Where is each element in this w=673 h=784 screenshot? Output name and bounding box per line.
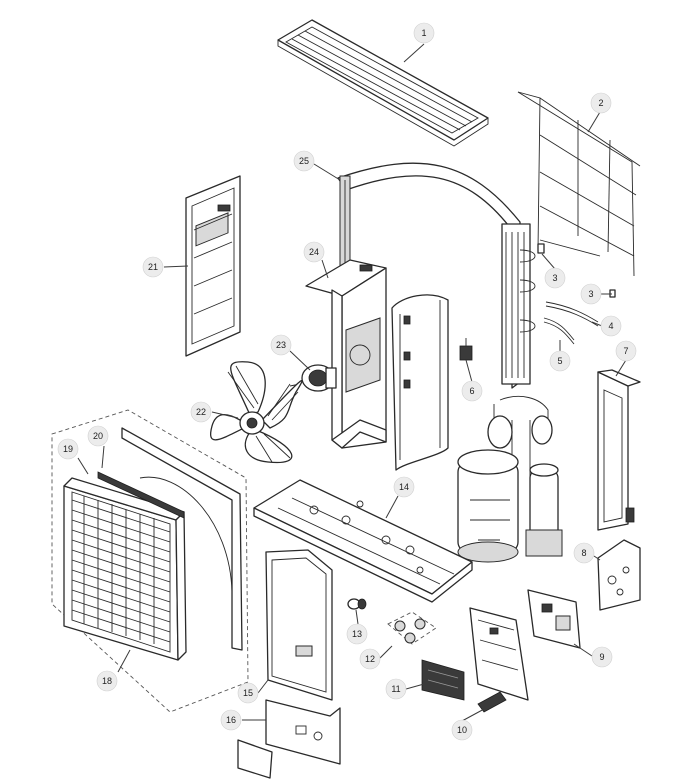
part-callout-4: 4 — [600, 315, 622, 337]
top-cover-panel — [277, 19, 489, 147]
front-casing-plate — [121, 427, 243, 651]
part-callout-3a: 3 — [544, 267, 566, 289]
callout-label: 2 — [598, 98, 603, 108]
callout-label: 23 — [276, 340, 286, 350]
cable-gland — [347, 598, 367, 610]
callout-label: 25 — [299, 156, 309, 166]
part-callout-1: 1 — [413, 22, 435, 44]
fan-motor — [289, 364, 337, 392]
valve-mounting-plate — [597, 539, 641, 611]
part-callout-18: 18 — [96, 670, 118, 692]
part-callout-6: 6 — [461, 380, 483, 402]
callout-label: 6 — [469, 386, 474, 396]
callout-label: 15 — [243, 688, 253, 698]
callout-label: 18 — [102, 676, 112, 686]
left-side-panel — [185, 175, 241, 357]
part-callout-15: 15 — [237, 682, 259, 704]
front-right-cover — [265, 549, 333, 701]
part-callout-19: 19 — [57, 438, 79, 460]
filter-board — [421, 659, 465, 701]
callout-label: 9 — [599, 652, 604, 662]
part-callout-3b: 3 — [580, 283, 602, 305]
callout-label: 11 — [391, 684, 400, 694]
front-grille-assembly — [51, 409, 249, 713]
callout-label: 20 — [93, 431, 103, 441]
callout-label: 19 — [63, 444, 73, 454]
callout-label: 16 — [226, 715, 236, 725]
callout-label: 7 — [623, 346, 628, 356]
axial-fan-blade — [210, 361, 303, 464]
motor-support-bracket — [305, 259, 387, 449]
callout-label: 12 — [365, 654, 375, 664]
callout-label: 24 — [309, 247, 319, 257]
right-side-panel — [597, 369, 641, 531]
callout-label: 10 — [457, 725, 467, 735]
rating-label — [237, 739, 273, 779]
part-callout-8: 8 — [573, 542, 595, 564]
four-way-valve — [459, 338, 473, 361]
rear-wire-grille — [517, 91, 641, 277]
callout-label: 22 — [196, 407, 206, 417]
rubber-feet-set — [387, 611, 437, 645]
callout-label: 1 — [421, 28, 426, 38]
main-control-pcb — [469, 589, 581, 701]
partition-plate — [391, 294, 449, 471]
callout-label: 5 — [557, 356, 562, 366]
part-callout-2: 2 — [590, 92, 612, 114]
callout-label: 21 — [148, 262, 158, 272]
part-callout-20: 20 — [87, 425, 109, 447]
part-callout-14: 14 — [393, 476, 415, 498]
compressor-assembly — [457, 396, 563, 563]
callout-label: 4 — [608, 321, 613, 331]
part-callout-23: 23 — [270, 334, 292, 356]
callout-label: 3 — [552, 273, 557, 283]
part-callout-12: 12 — [359, 648, 381, 670]
part-callout-22: 22 — [190, 401, 212, 423]
part-callout-7: 7 — [615, 340, 637, 362]
leader-lines — [77, 43, 627, 722]
part-callout-11: 11 — [385, 678, 407, 700]
grille-trim-strip — [97, 471, 185, 519]
part-callout-10: 10 — [451, 719, 473, 741]
heat-sink — [477, 691, 507, 713]
callout-label: 13 — [352, 629, 362, 639]
part-callout-9: 9 — [591, 646, 613, 668]
connection-pipes — [543, 301, 599, 345]
part-callout-16: 16 — [220, 709, 242, 731]
callout-label: 8 — [581, 548, 586, 558]
part-callout-5: 5 — [549, 350, 571, 372]
condenser-coil — [337, 162, 536, 389]
callout-label: 14 — [399, 482, 409, 492]
base-tray — [253, 479, 473, 603]
part-callout-21: 21 — [142, 256, 164, 278]
part-callout-25: 25 — [293, 150, 315, 172]
part-callout-13: 13 — [346, 623, 368, 645]
lower-valve-cover — [265, 699, 341, 765]
callout-label: 3 — [588, 289, 593, 299]
part-callout-24: 24 — [303, 241, 325, 263]
